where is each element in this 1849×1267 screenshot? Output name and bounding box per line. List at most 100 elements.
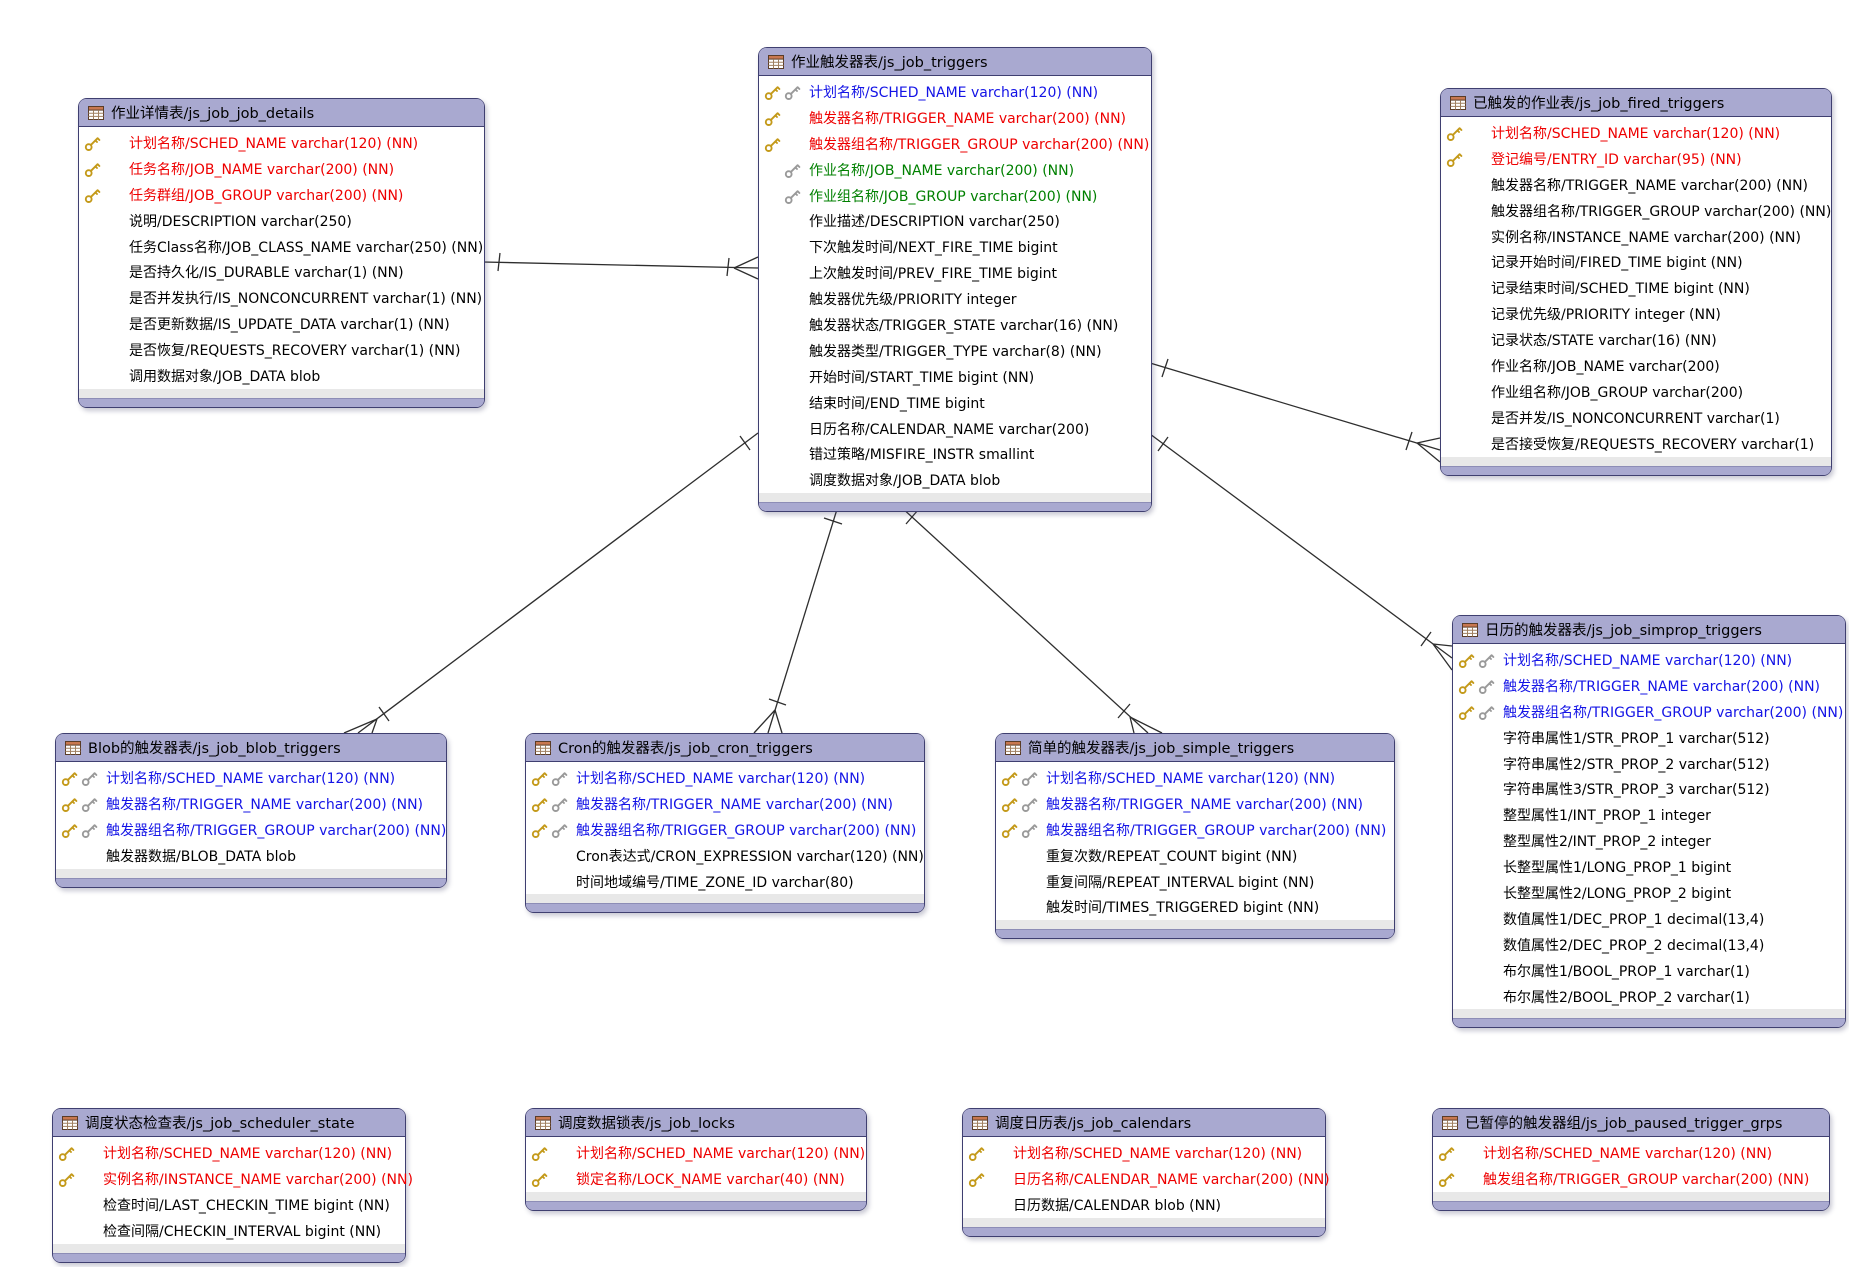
entity-table-header[interactable]: 日历的触发器表/js_job_simprop_triggers — [1453, 616, 1845, 644]
field-row[interactable]: 计划名称/SCHED_NAME varchar(120) (NN) — [1433, 1140, 1829, 1166]
field-row[interactable]: 触发器数据/BLOB_DATA blob — [56, 843, 446, 869]
entity-table-header[interactable]: Cron的触发器表/js_job_cron_triggers — [526, 734, 924, 762]
field-row[interactable]: 触发时间/TIMES_TRIGGERED bigint (NN) — [996, 894, 1394, 920]
field-row[interactable]: 是否更新数据/IS_UPDATE_DATA varchar(1) (NN) — [79, 311, 484, 337]
table-blob_triggers[interactable]: Blob的触发器表/js_job_blob_triggers 计划名称/SCHE… — [55, 733, 447, 888]
field-row[interactable]: 触发器名称/TRIGGER_NAME varchar(200) (NN) — [56, 791, 446, 817]
field-row[interactable]: 计划名称/SCHED_NAME varchar(120) (NN) — [1441, 120, 1831, 146]
field-row[interactable]: 记录状态/STATE varchar(16) (NN) — [1441, 327, 1831, 353]
entity-table-header[interactable]: 调度日历表/js_job_calendars — [963, 1109, 1325, 1137]
field-row[interactable]: 下次触发时间/NEXT_FIRE_TIME bigint — [759, 234, 1151, 260]
field-row[interactable]: 开始时间/START_TIME bigint (NN) — [759, 364, 1151, 390]
field-row[interactable]: 计划名称/SCHED_NAME varchar(120) (NN) — [996, 765, 1394, 791]
table-job_details[interactable]: 作业详情表/js_job_job_details 计划名称/SCHED_NAME… — [78, 98, 485, 408]
field-row[interactable]: 数值属性1/DEC_PROP_1 decimal(13,4) — [1453, 906, 1845, 932]
field-row[interactable]: 是否接受恢复/REQUESTS_RECOVERY varchar(1) — [1441, 431, 1831, 457]
field-row[interactable]: 记录开始时间/FIRED_TIME bigint (NN) — [1441, 249, 1831, 275]
field-row[interactable]: 计划名称/SCHED_NAME varchar(120) (NN) — [79, 130, 484, 156]
field-row[interactable]: 计划名称/SCHED_NAME varchar(120) (NN) — [526, 1140, 866, 1166]
field-row[interactable]: 说明/DESCRIPTION varchar(250) — [79, 208, 484, 234]
table-simple_triggers[interactable]: 简单的触发器表/js_job_simple_triggers 计划名称/SCHE… — [995, 733, 1395, 940]
field-row[interactable]: 长整型属性2/LONG_PROP_2 bigint — [1453, 880, 1845, 906]
field-row[interactable]: 重复次数/REPEAT_COUNT bigint (NN) — [996, 843, 1394, 869]
field-row[interactable]: 触发器名称/TRIGGER_NAME varchar(200) (NN) — [526, 791, 924, 817]
field-row[interactable]: 实例名称/INSTANCE_NAME varchar(200) (NN) — [1441, 224, 1831, 250]
field-row[interactable]: 重复间隔/REPEAT_INTERVAL bigint (NN) — [996, 869, 1394, 895]
field-row[interactable]: 字符串属性1/STR_PROP_1 varchar(512) — [1453, 725, 1845, 751]
field-row[interactable]: 时间地域编号/TIME_ZONE_ID varchar(80) — [526, 869, 924, 895]
field-row[interactable]: 是否持久化/IS_DURABLE varchar(1) (NN) — [79, 259, 484, 285]
field-row[interactable]: 记录优先级/PRIORITY integer (NN) — [1441, 301, 1831, 327]
entity-table-header[interactable]: Blob的触发器表/js_job_blob_triggers — [56, 734, 446, 762]
entity-table-header[interactable]: 简单的触发器表/js_job_simple_triggers — [996, 734, 1394, 762]
field-row[interactable]: 布尔属性2/BOOL_PROP_2 varchar(1) — [1453, 984, 1845, 1010]
relationship-triggers-to-blob-triggers[interactable] — [343, 432, 759, 734]
table-paused_trigger_grps[interactable]: 已暂停的触发器组/js_job_paused_trigger_grps 计划名称… — [1432, 1108, 1830, 1211]
entity-table-header[interactable]: 调度状态检查表/js_job_scheduler_state — [53, 1109, 405, 1137]
field-row[interactable]: 任务群组/JOB_GROUP varchar(200) (NN) — [79, 182, 484, 208]
field-row[interactable]: 日历数据/CALENDAR blob (NN) — [963, 1192, 1325, 1218]
field-row[interactable]: 触发器组名称/TRIGGER_GROUP varchar(200) (NN) — [1441, 198, 1831, 224]
field-row[interactable]: 字符串属性3/STR_PROP_3 varchar(512) — [1453, 776, 1845, 802]
field-row[interactable]: 结束时间/END_TIME bigint — [759, 390, 1151, 416]
field-row[interactable]: 计划名称/SCHED_NAME varchar(120) (NN) — [1453, 647, 1845, 673]
table-calendars[interactable]: 调度日历表/js_job_calendars 计划名称/SCHED_NAME v… — [962, 1108, 1330, 1237]
field-row[interactable]: 调用数据对象/JOB_DATA blob — [79, 363, 484, 389]
field-row[interactable]: 是否并发执行/IS_NONCONCURRENT varchar(1) (NN) — [79, 285, 484, 311]
field-row[interactable]: 任务Class名称/JOB_CLASS_NAME varchar(250) (N… — [79, 234, 484, 260]
relationship-job-details-to-triggers[interactable] — [482, 252, 759, 280]
field-row[interactable]: 触发器名称/TRIGGER_NAME varchar(200) (NN) — [759, 105, 1151, 131]
field-row[interactable]: Cron表达式/CRON_EXPRESSION varchar(120) (NN… — [526, 843, 924, 869]
table-cron_triggers[interactable]: Cron的触发器表/js_job_cron_triggers 计划名称/SCHE… — [525, 733, 925, 914]
field-row[interactable]: 错过策略/MISFIRE_INSTR smallint — [759, 441, 1151, 467]
table-locks[interactable]: 调度数据锁表/js_job_locks 计划名称/SCHED_NAME varc… — [525, 1108, 867, 1211]
field-row[interactable]: 作业组名称/JOB_GROUP varchar(200) (NN) — [759, 183, 1151, 209]
field-row[interactable]: 检查间隔/CHECKIN_INTERVAL bigint (NN) — [53, 1218, 405, 1244]
field-row[interactable]: 日历名称/CALENDAR_NAME varchar(200) — [759, 416, 1151, 442]
relationship-triggers-to-cron-triggers[interactable] — [753, 505, 843, 734]
entity-table-header[interactable]: 已触发的作业表/js_job_fired_triggers — [1441, 89, 1831, 117]
field-row[interactable]: 触发器状态/TRIGGER_STATE varchar(16) (NN) — [759, 312, 1151, 338]
field-row[interactable]: 触发器名称/TRIGGER_NAME varchar(200) (NN) — [1453, 673, 1845, 699]
table-fired_triggers[interactable]: 已触发的作业表/js_job_fired_triggers 计划名称/SCHED… — [1440, 88, 1832, 476]
field-row[interactable]: 计划名称/SCHED_NAME varchar(120) (NN) — [963, 1140, 1325, 1166]
relationship-triggers-to-simple-triggers[interactable] — [899, 505, 1163, 734]
field-row[interactable]: 字符串属性2/STR_PROP_2 varchar(512) — [1453, 751, 1845, 777]
field-row[interactable]: 上次触发时间/PREV_FIRE_TIME bigint — [759, 260, 1151, 286]
table-simprop_triggers[interactable]: 日历的触发器表/js_job_simprop_triggers 计划名称/SCH… — [1452, 615, 1846, 1029]
field-row[interactable]: 实例名称/INSTANCE_NAME varchar(200) (NN) — [53, 1166, 413, 1192]
table-triggers[interactable]: 作业触发器表/js_job_triggers 计划名称/SCHED_NAME v… — [758, 47, 1152, 513]
field-row[interactable]: 作业名称/JOB_NAME varchar(200) — [1441, 353, 1831, 379]
table-scheduler_state[interactable]: 调度状态检查表/js_job_scheduler_state 计划名称/SCHE… — [52, 1108, 413, 1263]
field-row[interactable]: 触发器组名称/TRIGGER_GROUP varchar(200) (NN) — [759, 131, 1151, 157]
field-row[interactable]: 布尔属性1/BOOL_PROP_1 varchar(1) — [1453, 958, 1845, 984]
field-row[interactable]: 长整型属性1/LONG_PROP_1 bigint — [1453, 854, 1845, 880]
field-row[interactable]: 作业组名称/JOB_GROUP varchar(200) — [1441, 379, 1831, 405]
field-row[interactable]: 日历名称/CALENDAR_NAME varchar(200) (NN) — [963, 1166, 1330, 1192]
relationship-triggers-to-fired-triggers[interactable] — [1149, 358, 1441, 463]
field-row[interactable]: 触发器优先级/PRIORITY integer — [759, 286, 1151, 312]
field-row[interactable]: 计划名称/SCHED_NAME varchar(120) (NN) — [759, 79, 1151, 105]
relationship-triggers-to-simprop-triggers[interactable] — [1149, 433, 1453, 671]
field-row[interactable]: 计划名称/SCHED_NAME varchar(120) (NN) — [56, 765, 446, 791]
entity-table-header[interactable]: 调度数据锁表/js_job_locks — [526, 1109, 866, 1137]
field-row[interactable]: 触发器名称/TRIGGER_NAME varchar(200) (NN) — [1441, 172, 1831, 198]
field-row[interactable]: 检查时间/LAST_CHECKIN_TIME bigint (NN) — [53, 1192, 405, 1218]
field-row[interactable]: 记录结束时间/SCHED_TIME bigint (NN) — [1441, 275, 1831, 301]
field-row[interactable]: 任务名称/JOB_NAME varchar(200) (NN) — [79, 156, 484, 182]
field-row[interactable]: 触发器类型/TRIGGER_TYPE varchar(8) (NN) — [759, 338, 1151, 364]
field-row[interactable]: 调度数据对象/JOB_DATA blob — [759, 467, 1151, 493]
field-row[interactable]: 触发器组名称/TRIGGER_GROUP varchar(200) (NN) — [56, 817, 446, 843]
field-row[interactable]: 触发器名称/TRIGGER_NAME varchar(200) (NN) — [996, 791, 1394, 817]
field-row[interactable]: 锁定名称/LOCK_NAME varchar(40) (NN) — [526, 1166, 866, 1192]
field-row[interactable]: 作业名称/JOB_NAME varchar(200) (NN) — [759, 157, 1151, 183]
field-row[interactable]: 数值属性2/DEC_PROP_2 decimal(13,4) — [1453, 932, 1845, 958]
field-row[interactable]: 是否并发/IS_NONCONCURRENT varchar(1) — [1441, 405, 1831, 431]
entity-table-header[interactable]: 作业详情表/js_job_job_details — [79, 99, 484, 127]
entity-table-header[interactable]: 已暂停的触发器组/js_job_paused_trigger_grps — [1433, 1109, 1829, 1137]
field-row[interactable]: 计划名称/SCHED_NAME varchar(120) (NN) — [53, 1140, 405, 1166]
field-row[interactable]: 触发器组名称/TRIGGER_GROUP varchar(200) (NN) — [526, 817, 924, 843]
field-row[interactable]: 登记编号/ENTRY_ID varchar(95) (NN) — [1441, 146, 1831, 172]
field-row[interactable]: 整型属性2/INT_PROP_2 integer — [1453, 828, 1845, 854]
field-row[interactable]: 触发组名称/TRIGGER_GROUP varchar(200) (NN) — [1433, 1166, 1829, 1192]
